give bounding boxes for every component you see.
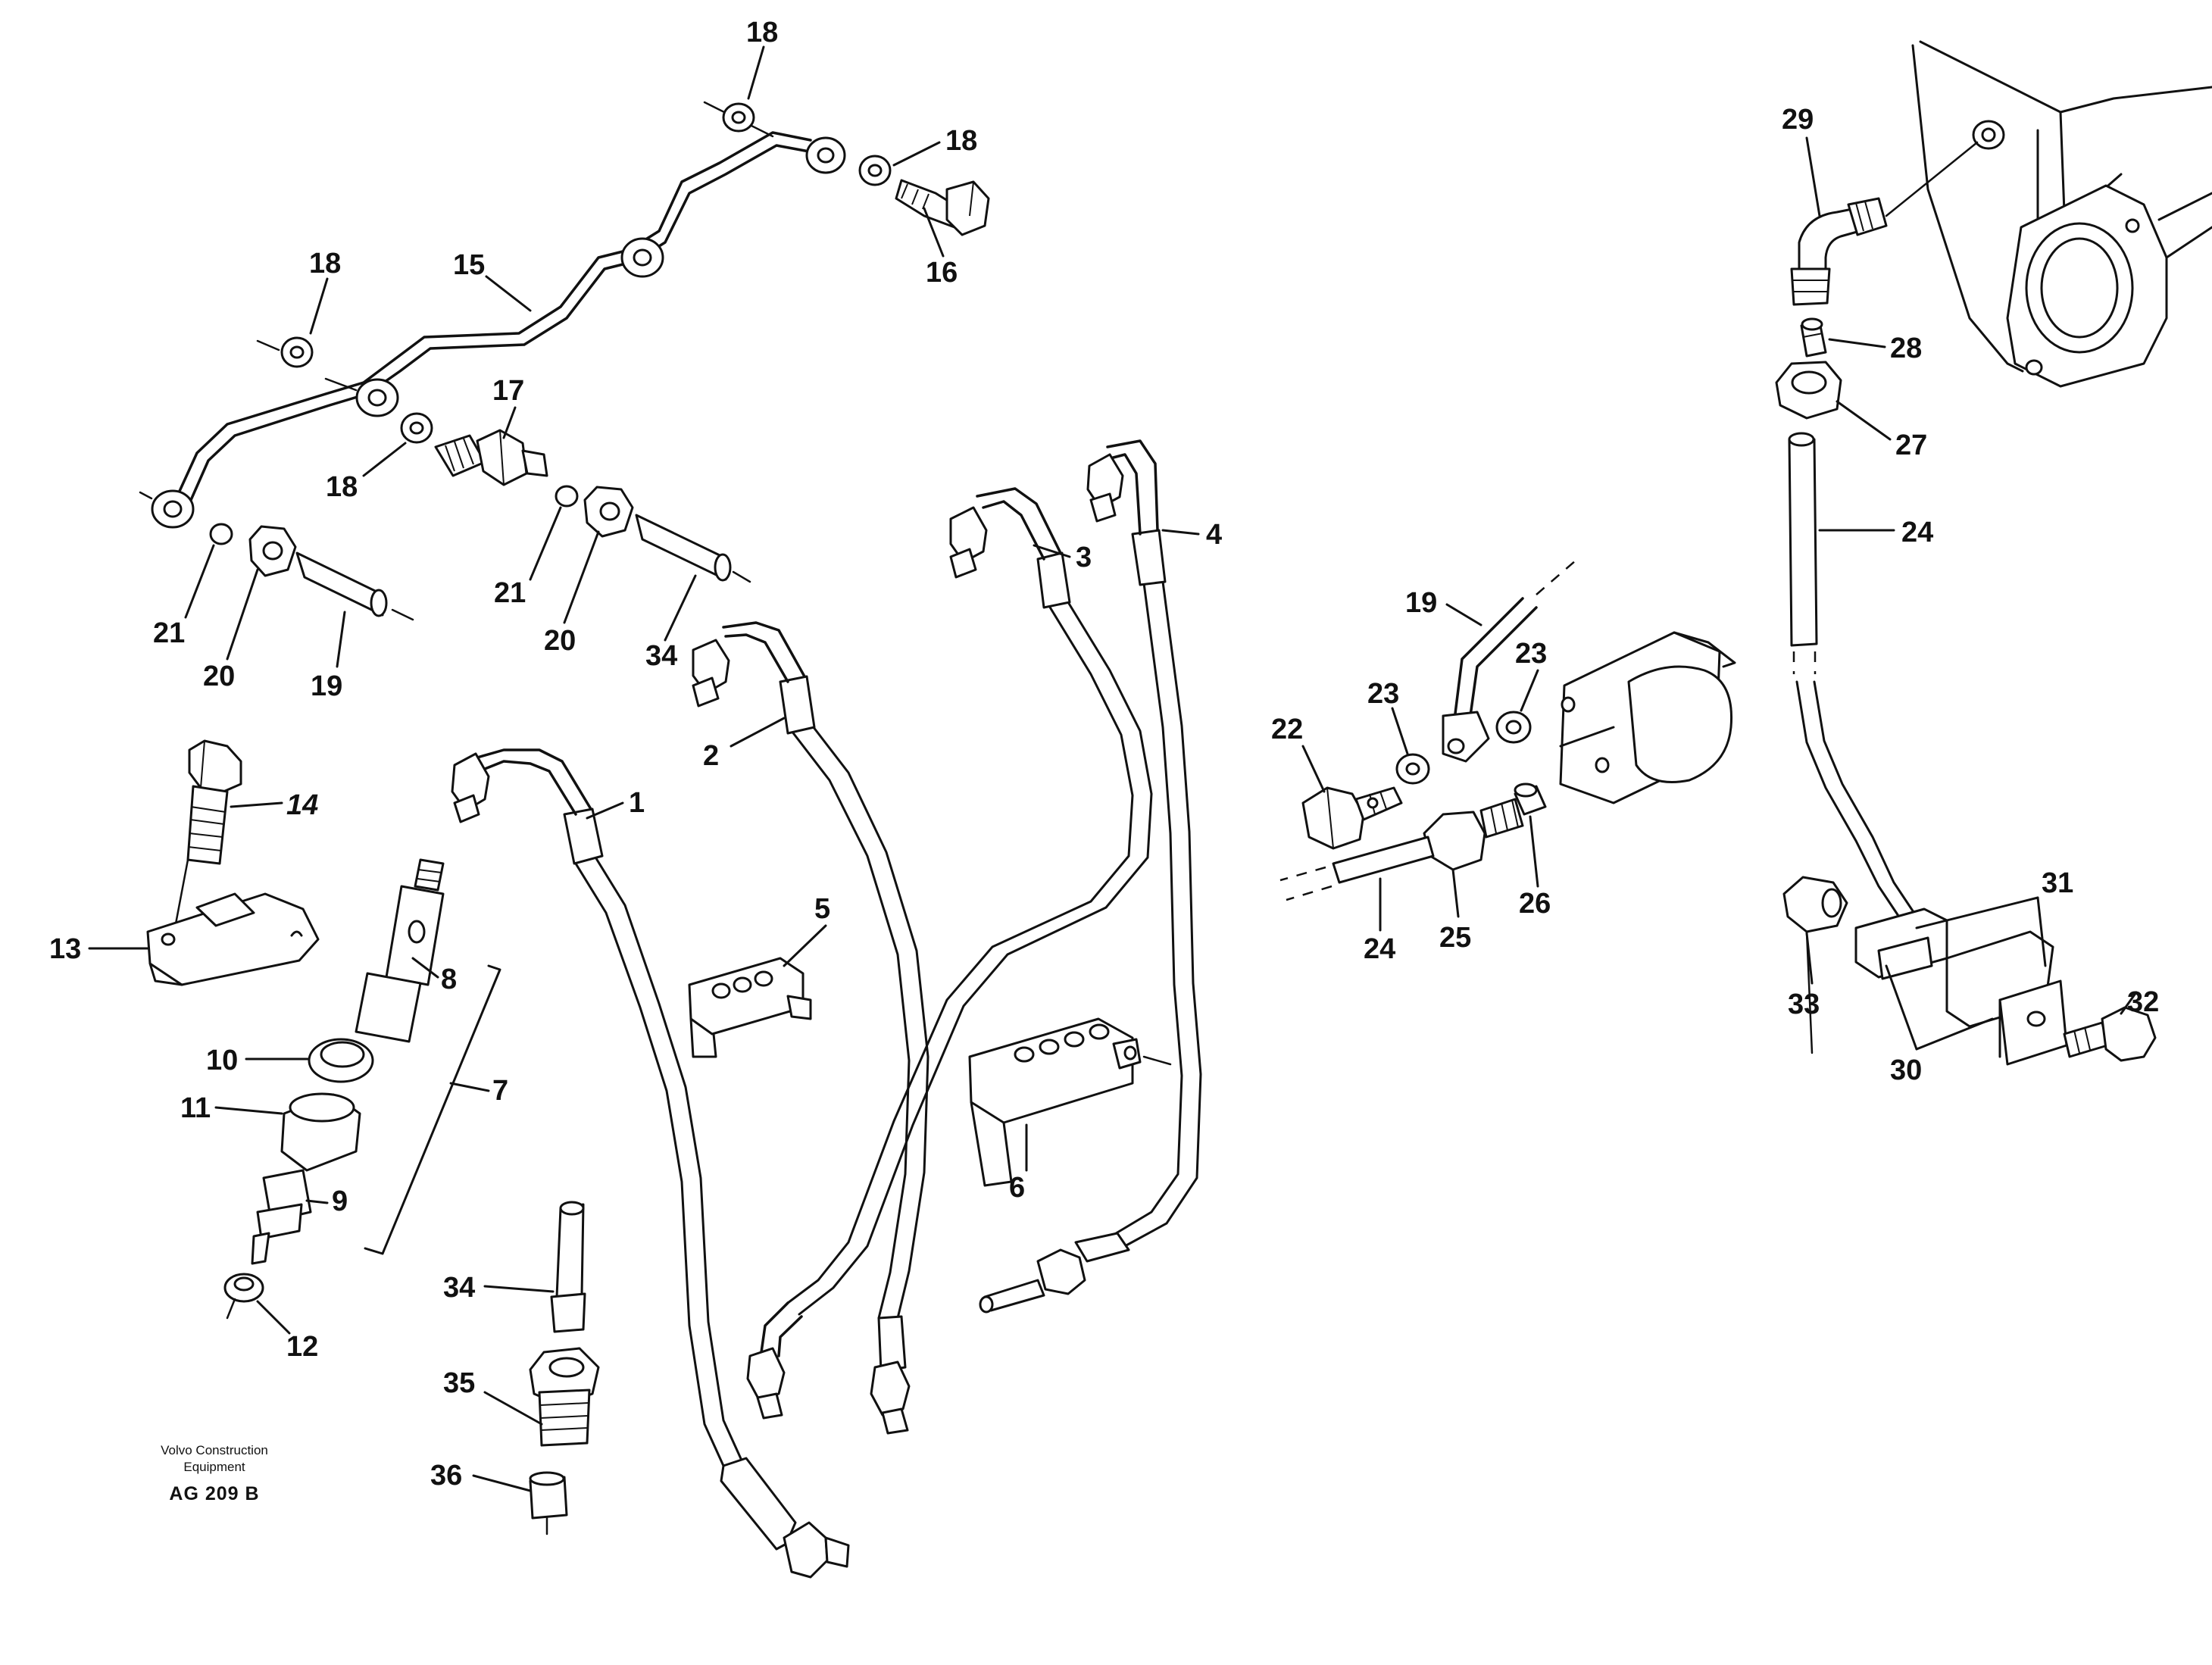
nipple-21-mid <box>555 485 579 508</box>
callout-21-left: 21 <box>153 617 185 649</box>
callout-34-bottom: 34 <box>443 1272 475 1304</box>
callout-26: 26 <box>1519 888 1551 920</box>
callout-18-right: 18 <box>945 125 977 157</box>
callout-24-right: 24 <box>1364 933 1395 965</box>
callout-7: 7 <box>492 1075 508 1107</box>
clamp-6 <box>968 1017 1172 1187</box>
nut-27 <box>1775 361 1842 420</box>
pipe-3 <box>746 487 1153 1420</box>
sleeve-11 <box>280 1092 361 1172</box>
callout-8: 8 <box>441 964 457 995</box>
hose-34-top <box>635 514 751 583</box>
callout-27: 27 <box>1895 430 1927 461</box>
callout-16: 16 <box>926 257 958 289</box>
block-housing <box>1559 631 1736 804</box>
callout-18-left: 18 <box>309 248 341 280</box>
callout-20-left: 20 <box>203 661 235 692</box>
callout-2: 2 <box>703 740 719 772</box>
washer-18-left <box>280 336 314 368</box>
callout-4: 4 <box>1206 519 1222 551</box>
clamp-13 <box>146 892 320 986</box>
hose-19-left <box>295 551 414 621</box>
callout-12: 12 <box>286 1331 318 1363</box>
callout-10: 10 <box>206 1045 238 1076</box>
hose-34-bottom <box>550 1201 586 1333</box>
callout-5: 5 <box>814 893 830 925</box>
callout-11: 11 <box>180 1092 211 1124</box>
nut-35 <box>529 1347 600 1447</box>
figure-code: AG 209 B <box>169 1483 259 1504</box>
nipple-28 <box>1800 317 1827 358</box>
nipple-21-left <box>209 523 233 545</box>
callout-18-mid: 18 <box>326 471 358 503</box>
washer-18-right <box>858 155 892 186</box>
callout-6: 6 <box>1009 1172 1025 1204</box>
nipple-9 <box>251 1169 312 1265</box>
bracket-7 <box>364 964 501 1255</box>
callout-28: 28 <box>1890 333 1922 364</box>
callout-31: 31 <box>2042 867 2073 899</box>
callout-32: 32 <box>2127 986 2159 1018</box>
hose-19-right <box>1442 560 1576 763</box>
pipe-2 <box>692 621 929 1435</box>
manifold-tube-15 <box>139 101 846 529</box>
bolt-14 <box>173 739 242 933</box>
callout-24-top: 24 <box>1901 517 1933 548</box>
pipe-4 <box>979 439 1202 1314</box>
callout-13: 13 <box>49 933 81 965</box>
callout-36: 36 <box>430 1460 462 1492</box>
callout-3: 3 <box>1076 542 1092 573</box>
callout-35: 35 <box>443 1367 475 1399</box>
nut-20-mid <box>583 486 634 538</box>
washer-12 <box>223 1273 264 1320</box>
washer-18-mid <box>400 412 433 444</box>
sleeve-36 <box>529 1471 568 1535</box>
callout-14: 14 <box>286 789 318 821</box>
pipe-1 <box>451 748 850 1579</box>
callout-29: 29 <box>1782 104 1814 136</box>
fitting-25 <box>1423 798 1524 871</box>
callout-33: 33 <box>1788 989 1820 1020</box>
banjo-bolt-22 <box>1301 786 1403 850</box>
callout-19-left: 19 <box>311 670 342 702</box>
clamp-30-31 <box>1854 907 2068 1066</box>
caption-line2: Equipment <box>183 1460 245 1474</box>
washer-18-top <box>722 102 755 133</box>
callout-23-right: 23 <box>1515 638 1547 670</box>
pipe-24-right <box>1279 836 1435 901</box>
callout-19-right: 19 <box>1405 587 1437 619</box>
nut-33 <box>1782 876 1848 1054</box>
pipe-24-top <box>1788 432 1926 933</box>
nut-20-left <box>248 525 297 577</box>
elbow-29 <box>1790 141 1979 306</box>
bolt-32 <box>2063 1006 2157 1062</box>
spacer-10 <box>308 1038 374 1083</box>
washer-23-left <box>1395 753 1430 785</box>
caption-line1: Volvo Construction <box>161 1443 268 1457</box>
banjo-bolt-16 <box>895 179 990 236</box>
sleeve-26 <box>1514 783 1547 816</box>
callout-25: 25 <box>1439 922 1471 954</box>
clamp-5 <box>688 957 812 1058</box>
callout-17: 17 <box>492 375 524 407</box>
adapter-17 <box>434 429 548 486</box>
washer-23-right <box>1495 711 1532 744</box>
callout-34-top: 34 <box>645 640 677 672</box>
callout-30: 30 <box>1890 1054 1922 1086</box>
callout-22: 22 <box>1271 714 1303 745</box>
turbo-housing <box>1911 40 2212 388</box>
callout-20-mid: 20 <box>544 625 576 657</box>
callout-18-top: 18 <box>746 17 778 48</box>
callout-23-left: 23 <box>1367 678 1399 710</box>
callout-9: 9 <box>332 1185 348 1217</box>
callout-15: 15 <box>453 249 485 281</box>
fitting-8 <box>355 858 445 1043</box>
callout-21-mid: 21 <box>494 577 526 609</box>
callout-1: 1 <box>629 787 645 819</box>
